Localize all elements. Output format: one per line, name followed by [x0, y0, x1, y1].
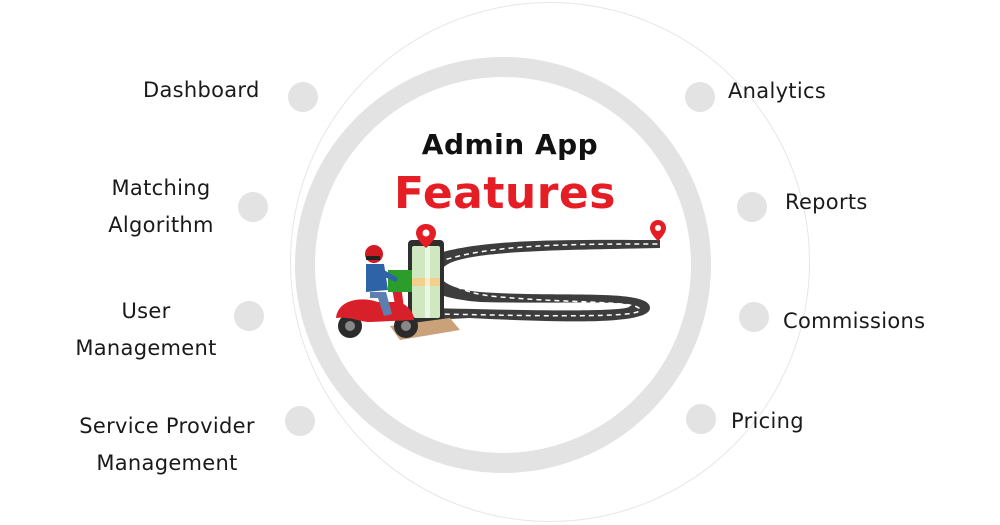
road-shape [417, 239, 660, 322]
road-center-line [437, 243, 659, 317]
feature-label-service-provider-management: Service Provider Management [79, 414, 255, 475]
map-pin-icon [416, 224, 436, 248]
delivery-scooter-road-illustration [336, 220, 666, 340]
rider-icon [365, 245, 398, 316]
feature-label-commissions: Commissions [783, 309, 926, 333]
title-admin-app: Admin App [421, 128, 599, 161]
feature-label-dashboard: Dashboard [143, 78, 260, 102]
feature-label-matching-algorithm: Matching Algorithm [108, 176, 214, 237]
feature-dot-matching-algorithm [238, 192, 268, 222]
outer-ring [290, 2, 810, 522]
feature-dot-user-management [234, 301, 264, 331]
feature-dot-commissions [739, 302, 769, 332]
feature-label-pricing: Pricing [731, 409, 804, 433]
feature-label-reports: Reports [785, 190, 868, 214]
feature-label-user-management: User Management [75, 299, 217, 360]
feature-dot-reports [737, 192, 767, 222]
phone-icon [408, 240, 444, 324]
feature-label-analytics: Analytics [728, 79, 827, 103]
title-features: Features [394, 168, 616, 219]
feature-dot-dashboard [288, 82, 318, 112]
feature-dot-service-provider-management [285, 406, 315, 436]
delivery-box-icon [388, 270, 412, 292]
map-pin-icon [650, 220, 666, 241]
feature-dot-pricing [686, 404, 716, 434]
feature-dot-analytics [685, 82, 715, 112]
